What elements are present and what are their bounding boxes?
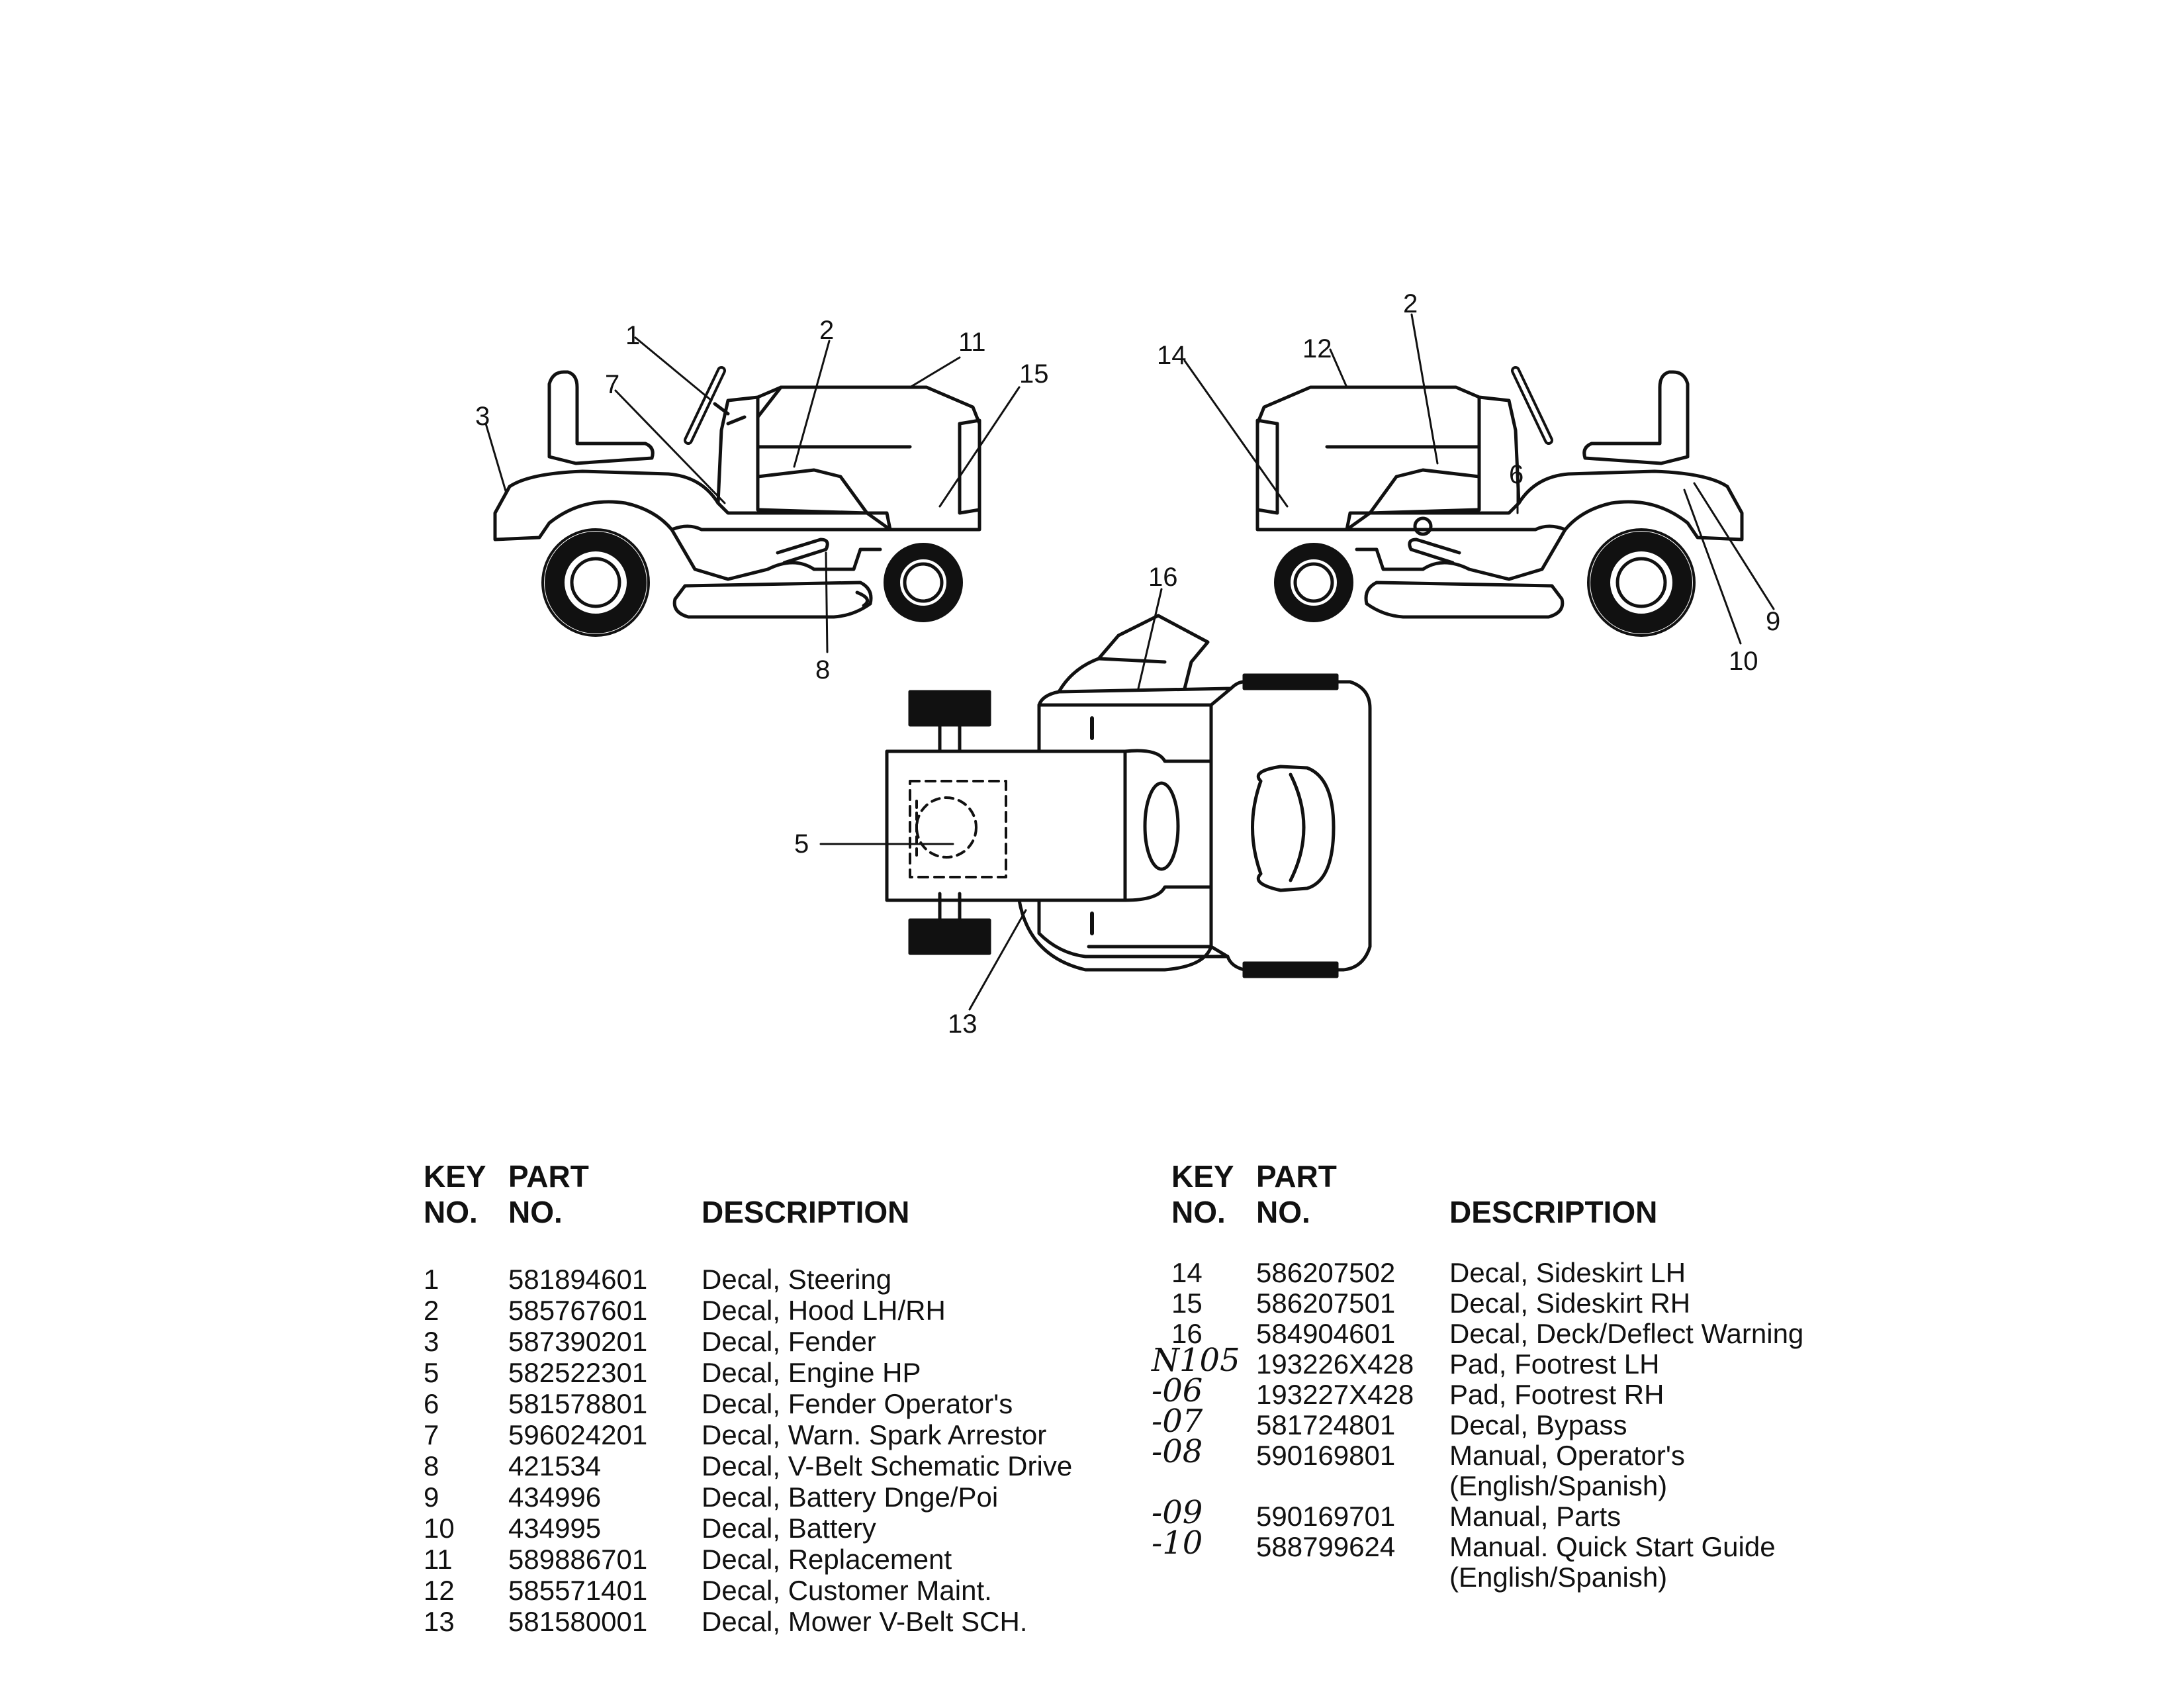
- key-number: 2: [424, 1295, 439, 1326]
- leader-lines: [484, 313, 1775, 1011]
- parts-table-right: KEY NO. PART NO. DESCRIPTION 14 586207502…: [1152, 1158, 1860, 1635]
- callout-14: 14: [1157, 341, 1187, 370]
- part-number: 585767601: [508, 1295, 648, 1326]
- tractor-left-side-view: [493, 366, 981, 637]
- part-description: Manual. Quick Start Guide: [1449, 1531, 1776, 1562]
- part-number: 586207501: [1256, 1288, 1396, 1319]
- key-number: 13: [424, 1606, 455, 1637]
- part-number: 582522301: [508, 1357, 648, 1388]
- key-number: 15: [1171, 1288, 1203, 1319]
- key-number: 10: [424, 1513, 455, 1544]
- callout-8: 8: [815, 655, 830, 684]
- header-part-line1: PART: [508, 1159, 589, 1194]
- part-description: Decal, Steering: [702, 1264, 892, 1295]
- part-description: Decal, Battery: [702, 1513, 876, 1544]
- part-description: Decal, Mower V-Belt SCH.: [702, 1606, 1028, 1637]
- callout-3: 3: [475, 402, 490, 431]
- part-description: Decal, Fender: [702, 1326, 876, 1357]
- part-number: 584904601: [1256, 1318, 1396, 1349]
- key-number: 11: [424, 1544, 453, 1575]
- header-part-line1: PART: [1256, 1159, 1337, 1194]
- part-description: Decal, Warn. Spark Arrestor: [702, 1419, 1047, 1450]
- tractor-right-side-view: [1255, 366, 1744, 637]
- callout-7: 7: [605, 370, 619, 399]
- tractor-top-view: [885, 614, 1372, 978]
- key-number: 6: [424, 1388, 439, 1419]
- part-description: Decal, Customer Maint.: [702, 1575, 992, 1606]
- part-number: 193227X428: [1256, 1379, 1414, 1410]
- key-number: -06: [1152, 1372, 1203, 1409]
- callout-2-left: 2: [819, 316, 834, 345]
- key-number: -07: [1152, 1403, 1203, 1440]
- key-number: -08: [1152, 1433, 1203, 1470]
- part-number: 589886701: [508, 1544, 648, 1575]
- callout-12: 12: [1302, 334, 1332, 363]
- part-description: Decal, Bypass: [1449, 1409, 1627, 1440]
- callout-6: 6: [1509, 460, 1524, 489]
- part-number: 588799624: [1256, 1531, 1396, 1562]
- key-number: 8: [424, 1450, 439, 1481]
- key-number: -09: [1152, 1494, 1203, 1531]
- part-number: 193226X428: [1256, 1348, 1414, 1380]
- part-number: 581894601: [508, 1264, 648, 1295]
- key-number: 5: [424, 1357, 439, 1388]
- part-number: 587390201: [508, 1326, 648, 1357]
- header-key-line1: KEY: [1171, 1159, 1234, 1194]
- part-description: Decal, Hood LH/RH: [702, 1295, 946, 1326]
- decal-location-diagram: 1 2 2 3 5 6 7 8 9 10 11 12 13 14 15 16: [475, 289, 1780, 1039]
- key-number: 7: [424, 1419, 439, 1450]
- header-description: DESCRIPTION: [702, 1195, 910, 1229]
- header-key-line2: NO.: [424, 1195, 478, 1229]
- part-number: 596024201: [508, 1419, 648, 1450]
- part-description: Pad, Footrest RH: [1449, 1379, 1664, 1410]
- part-number: 421534: [508, 1450, 602, 1481]
- callout-5: 5: [794, 829, 809, 859]
- part-description-continued: (English/Spanish): [1449, 1562, 1668, 1593]
- key-number: 3: [424, 1326, 439, 1357]
- key-number: 1: [424, 1264, 439, 1295]
- key-number: -10: [1152, 1524, 1203, 1562]
- callout-9: 9: [1766, 607, 1780, 636]
- callout-10: 10: [1729, 647, 1758, 676]
- callout-2-right: 2: [1403, 289, 1418, 318]
- part-number: 585571401: [508, 1575, 648, 1606]
- part-description: Decal, V-Belt Schematic Drive: [702, 1450, 1073, 1481]
- key-number: 14: [1171, 1257, 1203, 1288]
- key-number: 9: [424, 1481, 439, 1513]
- part-number: 581724801: [1256, 1409, 1396, 1440]
- part-number: 434995: [508, 1513, 602, 1544]
- callout-11: 11: [958, 328, 986, 357]
- part-description: Manual, Operator's: [1449, 1440, 1685, 1471]
- callout-16: 16: [1148, 563, 1178, 592]
- part-description-continued: (English/Spanish): [1449, 1470, 1668, 1501]
- header-part-line2: NO.: [508, 1195, 563, 1229]
- part-description: Decal, Sideskirt RH: [1449, 1288, 1691, 1319]
- part-description: Decal, Engine HP: [702, 1357, 921, 1388]
- header-key-line2: NO.: [1171, 1195, 1226, 1229]
- part-description: Decal, Fender Operator's: [702, 1388, 1013, 1419]
- callout-1: 1: [625, 321, 640, 350]
- part-description: Decal, Battery Dnge/Poi: [702, 1481, 999, 1513]
- callout-15: 15: [1019, 359, 1049, 389]
- part-description: Decal, Sideskirt LH: [1449, 1257, 1686, 1288]
- header-key-line1: KEY: [424, 1159, 486, 1194]
- part-number: 590169701: [1256, 1501, 1396, 1532]
- part-description: Manual, Parts: [1449, 1501, 1621, 1532]
- part-number: 590169801: [1256, 1440, 1396, 1471]
- header-part-line2: NO.: [1256, 1195, 1310, 1229]
- part-number: 581580001: [508, 1606, 648, 1637]
- key-number: N105: [1152, 1342, 1240, 1379]
- part-number: 586207502: [1256, 1257, 1396, 1288]
- key-number: 12: [424, 1575, 455, 1606]
- part-number: 434996: [508, 1481, 602, 1513]
- key-number: 16: [1171, 1318, 1203, 1349]
- header-description: DESCRIPTION: [1449, 1195, 1658, 1229]
- callout-13: 13: [948, 1009, 978, 1039]
- part-description: Pad, Footrest LH: [1449, 1348, 1660, 1380]
- part-description: Decal, Deck/Deflect Warning: [1449, 1318, 1804, 1349]
- part-description: Decal, Replacement: [702, 1544, 952, 1575]
- part-number: 581578801: [508, 1388, 648, 1419]
